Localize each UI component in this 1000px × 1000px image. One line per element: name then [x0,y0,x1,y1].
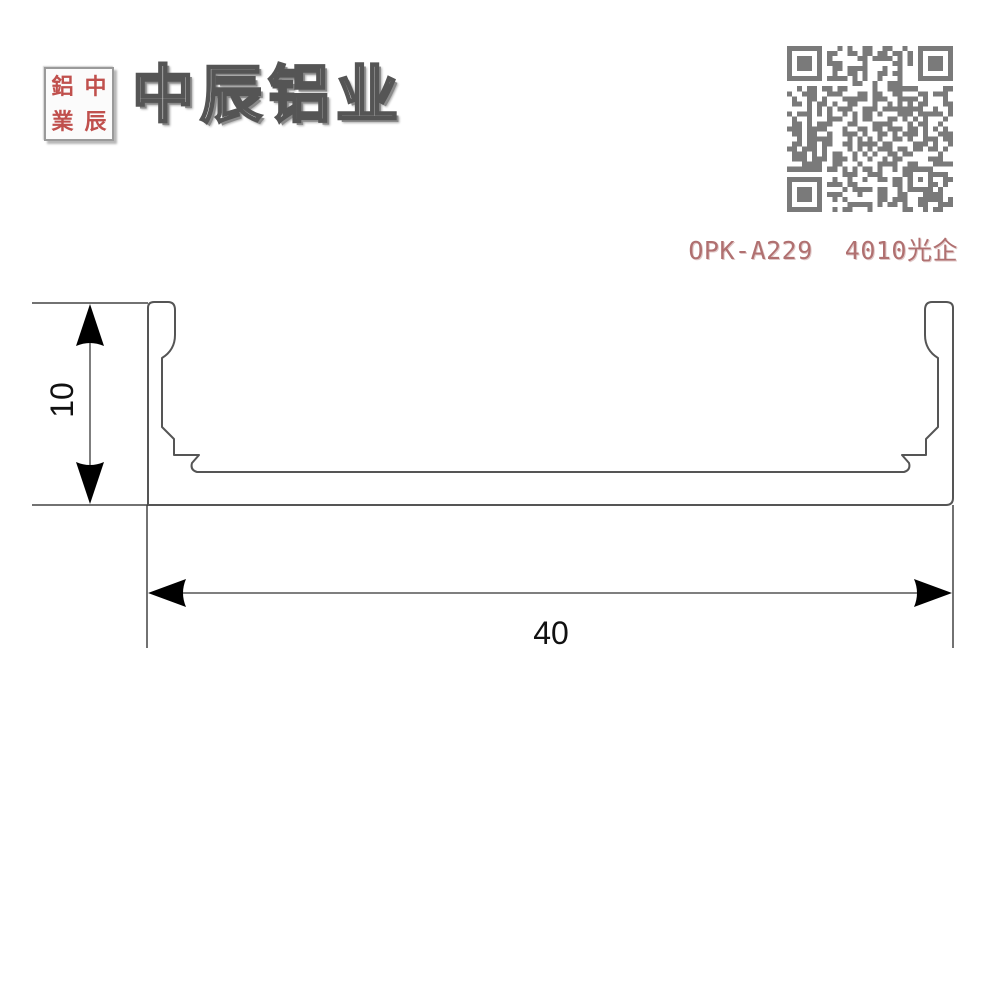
seal-char: 辰 [84,108,107,135]
profile-outline [147,301,954,506]
seal-char: 中 [84,73,107,100]
company-seal-logo: 鋁 中 業 辰 [44,67,114,141]
width-dimension-label: 40 [533,615,569,651]
seal-char: 鋁 [51,73,74,100]
height-dimension-label: 10 [44,382,80,418]
arrow-right-icon [914,579,952,607]
arrow-left-icon [148,579,186,607]
arrow-up-icon [76,304,104,346]
qr-code-icon [787,46,953,212]
arrow-down-icon [76,462,104,504]
model-code: OPK-A229 [688,236,813,265]
seal-char: 業 [51,108,74,135]
model-name: 4010光企 [844,236,958,265]
model-label: OPK-A229 4010光企 [688,231,958,267]
brand-name: 中辰铝业 [131,58,405,131]
